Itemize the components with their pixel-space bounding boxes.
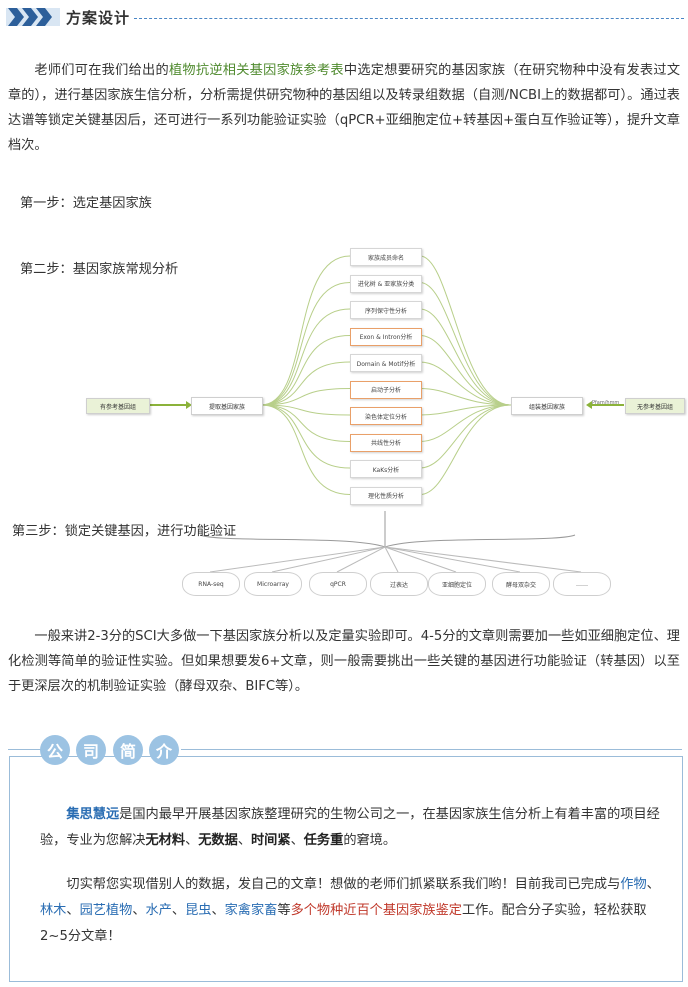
emphasis-time-tight: 时间紧 [251,833,291,848]
connector-line [260,404,351,416]
header-divider [134,18,684,19]
species-horticulture: 园艺植物 [79,903,133,918]
validation-pill-2: Microarray [244,572,302,596]
connector-line [260,404,351,469]
separator: 、 [290,833,304,848]
connector-line [260,282,351,406]
connector-line [260,255,351,406]
validation-pill-5: 亚细胞定位 [428,572,486,596]
left-start-node: 有参考基因组 [86,398,150,414]
arrow-head [186,401,192,409]
species-livestock: 家禽家畜 [224,903,278,918]
validation-pill-1: RNA-seq [182,572,240,596]
connector-line [260,404,351,495]
connector-line [260,308,351,406]
connector-line [260,361,351,406]
pill-connector [209,546,386,573]
connector-line [419,404,512,442]
analysis-box-7: 染色体定位分析 [350,407,422,425]
connector-line [419,361,512,406]
intro-text-after: 中选定想要研究的基因家族（在研究物种中没有发表过文章的），进行基因家族生信分析，… [8,63,681,153]
company-name: 集思慧远 [66,807,120,822]
chevron-arrows-icon [6,6,60,32]
connector-text: 等 [277,903,291,918]
connector-line [419,404,512,469]
step-2-label: 第二步：基因家族常规分析 [20,262,179,277]
reference-table-link[interactable]: 植物抗逆相关基因家族参考表 [168,63,344,78]
separator: 、 [132,903,146,918]
validation-pill-7: …… [553,572,611,596]
species-forest: 林木 [40,903,67,918]
heading-char-3: 简 [113,735,143,765]
heading-char-4: 介 [149,735,179,765]
closing-text: 工作。配合分子实验，轻松获取2~5分文章！ [40,903,647,944]
pill-connector [384,546,399,573]
company-paragraph-2: 切实帮您实现借别人的数据，发自己的文章！想做的老师们抓紧联系我们哟！目前我司已完… [40,872,660,950]
step-1-label: 第一步：选定基因家族 [20,196,152,211]
connector-line [419,308,512,406]
separator: 、 [211,903,225,918]
connector-line [260,388,351,406]
box-left-line [8,749,43,750]
analysis-box-5: Domain & Motif分析 [350,354,422,372]
validation-pill-6: 酵母双杂交 [492,572,550,596]
pill-connector [271,546,386,573]
box-right-line [181,749,682,750]
analysis-box-4: Exon & Intron分析 [350,327,422,346]
connector-line [419,335,512,406]
analysis-box-9: KaKs分析 [350,460,422,478]
connector-line [419,282,512,406]
section-title: 方案设计 [66,9,131,27]
connector-line [419,255,512,406]
species-insects: 昆虫 [185,903,212,918]
connector-line [260,335,351,406]
emphasis-no-material: 无材料 [145,833,186,848]
analysis-box-2: 进化树 & 亚家族分类 [350,274,422,293]
separator: 、 [646,877,660,892]
workflow-connectors [148,255,624,573]
connector-line [419,404,512,416]
left-extract-node: 提取基因家族 [191,397,263,415]
analysis-box-8: 共线性分析 [350,433,422,452]
emphasis-heavy-task: 任务重 [303,833,344,848]
species-crops: 作物 [620,877,647,892]
pill-connector [384,546,521,573]
connector-line [199,534,576,548]
pill-connector [384,546,457,573]
species-aquatic: 水产 [145,903,172,918]
validation-pill-3: qPCR [309,572,367,596]
emphasis-no-data: 无数据 [198,833,238,848]
step-3-label: 第三步：锁定关键基因，进行功能验证 [12,524,237,539]
analysis-box-10: 理化性质分析 [350,486,422,505]
summary-paragraph: 一般来讲2-3分的SCI大多做一下基因家族分析以及定量实验即可。4-5分的文章则… [8,629,680,694]
highlight-achievement: 多个物种近百个基因家族鉴定 [290,903,462,918]
analysis-box-1: 家族成员命名 [350,248,422,266]
analysis-box-3: 序列保守性分析 [350,301,422,319]
connector-line [419,404,512,495]
company-text-end: 的窘境。 [343,833,397,848]
contact-text: 切实帮您实现借别人的数据，发自己的文章！想做的老师们抓紧联系我们哟！目前我司已完… [66,877,621,892]
company-text: 是国内最早开展基因家族整理研究的生物公司之一，在基因家族生信分析上有着丰富的项目… [40,807,660,848]
pfam-label: Pfam/hmm [592,400,620,406]
separator: 、 [237,833,251,848]
right-assemble-node: 组装基因家族 [511,397,583,415]
heading-char-1: 公 [40,735,70,765]
separator: 、 [185,833,199,848]
heading-char-2: 司 [76,735,106,765]
arrow-head [586,401,592,409]
company-paragraph-1: 集思慧远是国内最早开展基因家族整理研究的生物公司之一，在基因家族生信分析上有着丰… [40,802,660,854]
pill-connector [336,546,386,573]
intro-text-before: 老师们可在我们给出的 [34,63,169,78]
separator: 、 [171,903,186,918]
right-start-node: 无参考基因组 [625,398,685,414]
connector-line [260,404,351,442]
intro-paragraph: 老师们可在我们给出的植物抗逆相关基因家族参考表中选定想要研究的基因家族（在研究物… [8,58,680,158]
company-intro-box [9,756,683,982]
separator: 、 [66,903,80,918]
analysis-box-6: 启动子分析 [350,380,422,399]
workflow-diagram: 有参考基因组 提取基因家族 组装基因家族 无参考基因组 Pfam/hmm 家族成… [0,235,688,605]
pill-connector [384,546,582,573]
validation-pill-4: 过表达 [370,572,428,596]
connector-line [419,388,512,406]
